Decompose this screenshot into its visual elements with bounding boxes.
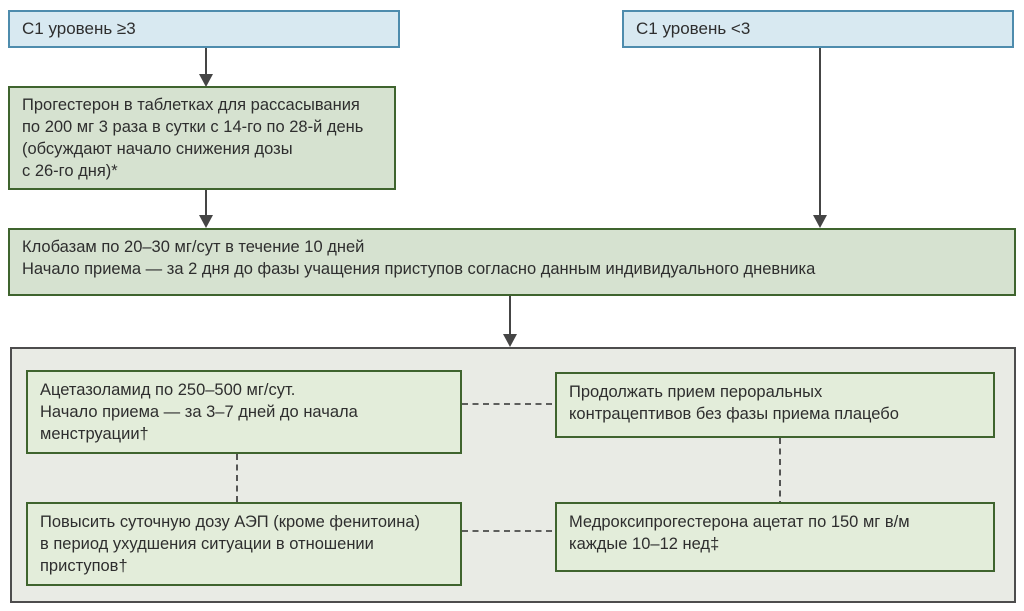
- box-aed-dose-increase: Повысить суточную дозу АЭП (кроме фенито…: [26, 502, 462, 586]
- box-text-line: (обсуждают начало снижения дозы: [22, 140, 293, 158]
- box-text-line: приступов†: [40, 557, 128, 575]
- box-text-line: менструации†: [40, 425, 149, 443]
- box-text-line: Клобазам по 20–30 мг/сут в течение 10 дн…: [22, 238, 365, 256]
- box-oral-contraceptives: Продолжать прием пероральных контрацепти…: [555, 372, 995, 438]
- box-text-line: Продолжать прием пероральных: [569, 383, 823, 401]
- box-text-line: в период ухудшения ситуации в отношении: [40, 535, 374, 553]
- box-progesterone: Прогестерон в таблетках для рассасывания…: [8, 86, 396, 190]
- box-text-line: каждые 10–12 нед‡: [569, 535, 720, 553]
- box-text: C1 уровень ≥3: [22, 19, 136, 38]
- box-acetazolamide: Ацетазоламид по 250–500 мг/сут. Начало п…: [26, 370, 462, 454]
- arrowhead-progesterone-to-clobazam: [199, 215, 213, 228]
- box-text-line: Начало приема — за 3–7 дней до начала: [40, 403, 358, 421]
- box-c1-level-ge3: C1 уровень ≥3: [8, 10, 400, 48]
- box-text-line: с 26-го дня)*: [22, 162, 118, 180]
- box-medroxyprogesterone: Медроксипрогестерона ацетат по 150 мг в/…: [555, 502, 995, 572]
- box-text-line: Прогестерон в таблетках для рассасывания: [22, 96, 360, 114]
- box-text-line: Начало приема — за 2 дня до фазы учащени…: [22, 260, 816, 278]
- box-text-line: по 200 мг 3 раза в сутки с 14-го по 28-й…: [22, 118, 364, 136]
- box-clobazam: Клобазам по 20–30 мг/сут в течение 10 дн…: [8, 228, 1016, 296]
- box-text-line: Ацетазоламид по 250–500 мг/сут.: [40, 381, 296, 399]
- box-text: C1 уровень <3: [636, 19, 751, 38]
- box-c1-level-lt3: C1 уровень <3: [622, 10, 1014, 48]
- arrowhead-c1low-to-clobazam: [813, 215, 827, 228]
- box-text-line: Медроксипрогестерона ацетат по 150 мг в/…: [569, 513, 910, 531]
- box-text-line: Повысить суточную дозу АЭП (кроме фенито…: [40, 513, 421, 531]
- box-text-line: контрацептивов без фазы приема плацебо: [569, 405, 899, 423]
- arrowhead-clobazam-to-options: [503, 334, 517, 347]
